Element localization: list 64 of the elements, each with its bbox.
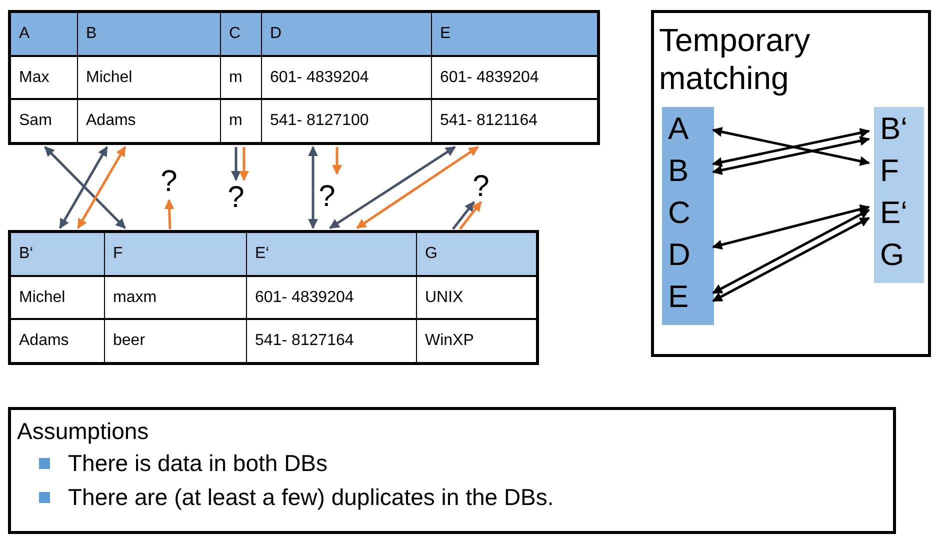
table-column [78, 10, 221, 145]
table-cell: Michel [11, 276, 104, 320]
table-column [105, 230, 247, 365]
header-cell: E [432, 13, 597, 57]
header-cell: B‘ [11, 233, 104, 277]
double-arrow [712, 136, 870, 176]
table-cell: Max [11, 56, 77, 100]
matching-panel [651, 10, 931, 357]
header-cell: F [105, 233, 246, 277]
attribute-letter: D [662, 234, 714, 274]
attribute-letter: E‘ [874, 192, 924, 232]
header-cell: C [221, 13, 261, 57]
arrow [459, 201, 482, 230]
column-bar [874, 107, 924, 283]
table-cell: maxm [105, 276, 246, 320]
table-cell: 601- 4839204 [262, 56, 431, 100]
bullet-text: There are (at least a few) duplicates in the DBs. [68, 482, 554, 512]
column-bar [662, 107, 714, 325]
attribute-letter: C [662, 192, 714, 232]
table-column [262, 10, 432, 145]
table-column [8, 10, 78, 145]
double-arrow [76, 146, 126, 229]
attribute-letter: B‘ [874, 108, 924, 148]
question-mark: ? [469, 170, 493, 204]
double-arrow [356, 146, 479, 230]
double-arrow [44, 146, 126, 229]
double-arrow [712, 204, 870, 250]
table-column [221, 10, 262, 145]
table-cell: m [221, 56, 261, 100]
question-mark: ? [157, 164, 181, 200]
arrow [332, 147, 342, 175]
table-cell: 601- 4839204 [247, 276, 416, 320]
table-cell: Michel [78, 56, 220, 100]
header-cell: A [11, 13, 77, 57]
header-cell: D [262, 13, 431, 57]
attribute-letter: B [662, 150, 714, 190]
header-cell: B [78, 13, 220, 57]
double-arrow [58, 146, 108, 229]
arrow [231, 147, 241, 181]
header-cell: G [417, 233, 536, 277]
question-mark: ? [314, 178, 340, 216]
attribute-letter: F [874, 150, 924, 190]
table-cell: UNIX [417, 276, 536, 320]
table-column [247, 230, 417, 365]
arrow [452, 201, 475, 230]
double-arrow [329, 146, 456, 230]
double-arrow [308, 146, 318, 229]
arrow [164, 199, 174, 230]
attribute-letter: G [874, 234, 924, 274]
table-column [8, 230, 105, 365]
bullet-text: There is data in both DBs [68, 448, 328, 478]
table-column [432, 10, 600, 145]
attribute-letter: E [662, 276, 714, 316]
assumptions-box [8, 407, 896, 534]
question-mark: ? [224, 180, 248, 216]
arrow [239, 147, 249, 181]
double-arrow [712, 216, 870, 302]
table-column [417, 230, 539, 365]
table-cell: 601- 4839204 [432, 56, 597, 100]
double-arrow [712, 208, 870, 294]
panel-title: Temporary matching [659, 21, 812, 97]
attribute-letter: A [662, 108, 714, 148]
header-cell: E‘ [247, 233, 416, 277]
box-heading: Assumptions [17, 417, 150, 446]
